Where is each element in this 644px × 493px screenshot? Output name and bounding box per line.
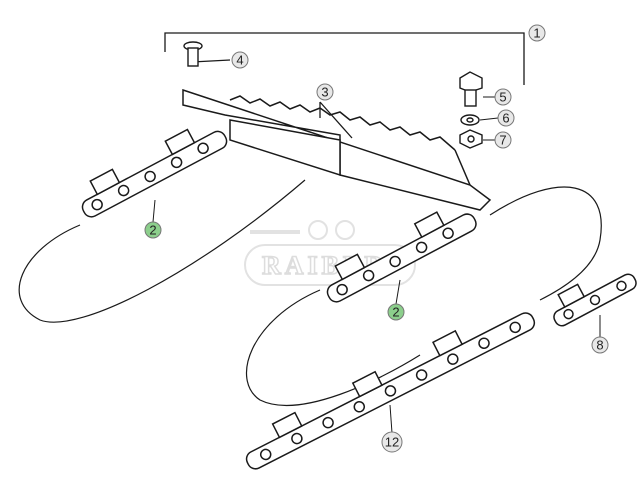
- chain-left: [81, 128, 228, 218]
- pin: [183, 41, 203, 67]
- callout-circle: [497, 109, 515, 127]
- callout-circle: [381, 431, 403, 453]
- callout-washer: 6: [497, 109, 515, 127]
- callout-chain-lower: 12: [381, 431, 403, 453]
- chain-loops: [18, 179, 602, 406]
- callout-circle: [316, 83, 334, 101]
- callout-chain-center: 2: [387, 303, 405, 321]
- callout-chain-left: 2: [144, 221, 162, 239]
- callout-circle: [231, 51, 249, 69]
- chains: [81, 128, 637, 470]
- callout-connector-link: 8: [591, 336, 609, 354]
- callout-circle: [494, 131, 512, 149]
- callout-bolt: 5: [494, 88, 512, 106]
- callout-circle: [528, 24, 546, 42]
- callout-label: 6: [502, 111, 509, 126]
- callout-nut: 7: [494, 131, 512, 149]
- chain-lower: [245, 312, 536, 470]
- callout-label: 4: [236, 53, 243, 68]
- callout-label: 7: [499, 133, 506, 148]
- callout-label: 3: [321, 85, 328, 100]
- callout-label: 8: [596, 338, 603, 353]
- callout-knife-bar: 3: [316, 83, 334, 101]
- connector-link: [553, 273, 637, 327]
- callout-pin: 4: [231, 51, 249, 69]
- callout-circle: [387, 303, 405, 321]
- callout-label: 12: [385, 435, 399, 450]
- chain-center: [326, 211, 477, 303]
- callout-label: 2: [149, 223, 156, 238]
- callout-circle: [494, 88, 512, 106]
- callout-label: 1: [533, 26, 540, 41]
- callout-circle: [144, 221, 162, 239]
- knife-bar: [182, 88, 492, 211]
- fasteners: [459, 71, 483, 149]
- callout-assembly: 1: [528, 24, 546, 42]
- callout-circle: [591, 336, 609, 354]
- callout-label: 5: [499, 90, 506, 105]
- callout-label: 2: [392, 305, 399, 320]
- leader-lines: [152, 96, 601, 434]
